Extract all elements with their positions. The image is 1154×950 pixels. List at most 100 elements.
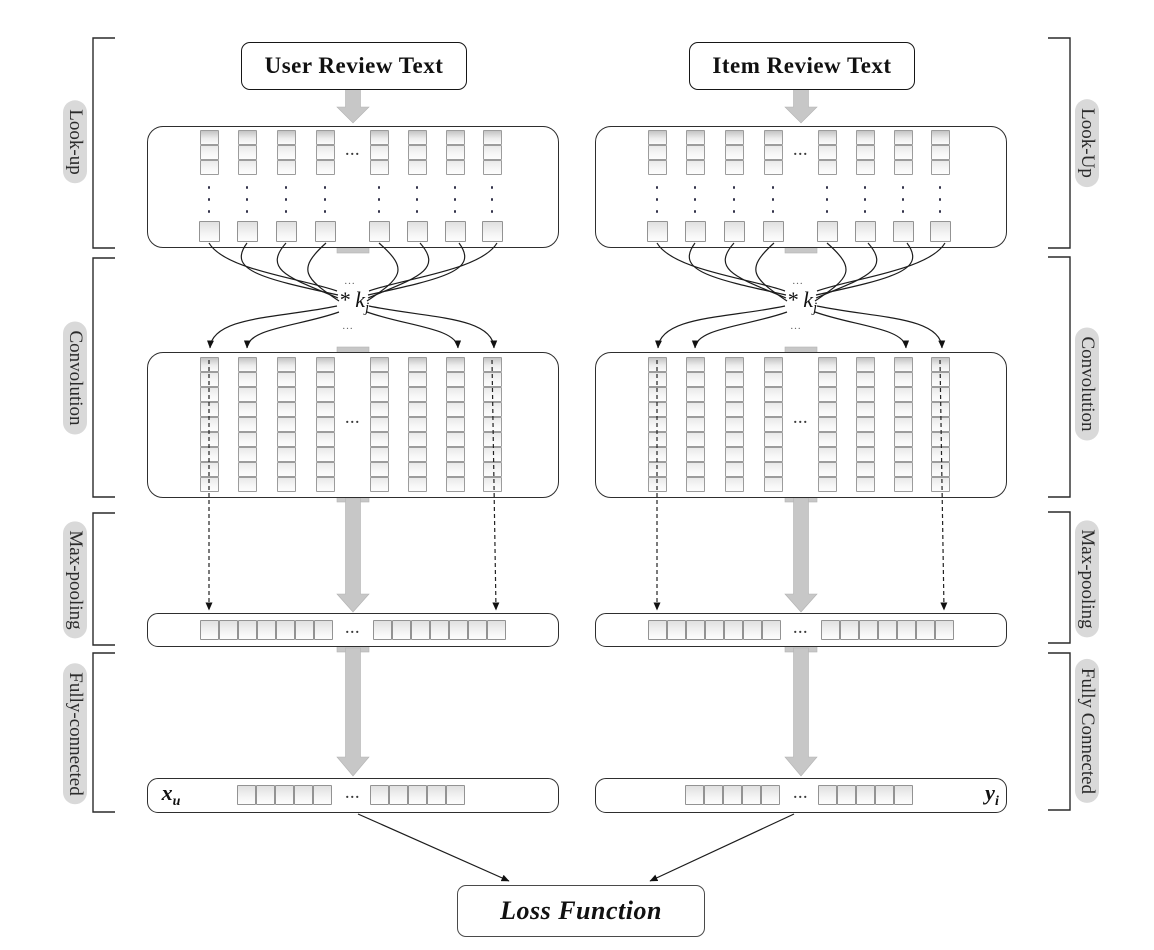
maxpool-ellipsis: ... [793,622,809,637]
conv-feature-cell [724,462,744,477]
conv-feature-cell [647,477,667,492]
column-dots [453,210,457,213]
maxpool-cell [430,620,449,640]
conv-feature-cell [445,357,465,372]
conv-feature-cell [407,402,427,417]
kernel-to-conv-arrow [654,305,786,349]
word-to-kernel-curve [816,242,946,292]
column-dots [732,186,736,189]
conv-feature-cell [315,357,335,372]
column-dots [323,198,327,201]
conv-feature-cell [445,387,465,402]
dashed-pool-arrows-item [653,359,948,611]
conv-feature-cell [685,432,705,447]
column-dots [693,210,697,213]
embedding-cell [315,160,335,175]
column-dots [415,198,419,201]
conv-feature-cell [855,462,875,477]
embedding-cell [817,130,837,145]
column-dots [245,198,249,201]
word-vector-cell [854,221,876,242]
word-vector-cell [275,221,297,242]
conv-feature-cell [315,462,335,477]
conv-feature-cell [445,447,465,462]
conv-feature-cell [930,402,950,417]
conv-feature-cell [237,432,257,447]
fc-cell [723,785,742,805]
conv-feature-cell [685,477,705,492]
embedding-cell [276,160,296,175]
conv-feature-cell [482,417,502,432]
conv-feature-cell [763,387,783,402]
embedding-cell [724,145,744,160]
embedding-cell [315,130,335,145]
output-subscript: i [994,794,999,810]
maxpool-cell [916,620,935,640]
maxpool-cell [878,620,897,640]
embedding-cell [647,160,667,175]
stage-brackets [92,37,1071,813]
maxpool-cell [705,620,724,640]
column-dots [207,210,211,213]
conv-feature-cell [647,357,667,372]
fc-box-user [147,778,559,813]
embedding-cell [647,145,667,160]
embedding-cell [855,130,875,145]
conv-feature-cell [315,417,335,432]
conv-feature-cell [276,477,296,492]
embedding-cell [685,160,705,175]
embedding-cell [893,145,913,160]
item-output-label-yi: yi [985,780,999,810]
conv-feature-cell [817,372,837,387]
column-dots [207,186,211,189]
funnel-ellipsis-top: ... [792,275,804,287]
conv-feature-cell [315,432,335,447]
kernel-subscript: j [365,300,370,317]
fc-cell [370,785,389,805]
embedding-cell [685,145,705,160]
kernel-to-conv-arrow [366,311,462,349]
conv-feature-cell [763,477,783,492]
conv-feature-cell [199,477,219,492]
conv-feature-cell [237,477,257,492]
conv-feature-cell [445,372,465,387]
conv-feature-cell [817,387,837,402]
stage-pill-convolution-right: Convolution [1075,327,1099,441]
maxpool-cell [897,620,916,640]
fc-cell [408,785,427,805]
conv-feature-cell [482,372,502,387]
column-dots [771,198,775,201]
conv-feature-cell [445,432,465,447]
conv-feature-cell [369,432,389,447]
maxpool-cell [468,620,487,640]
conv-feature-cell [724,417,744,432]
conv-feature-cell [817,432,837,447]
conv-feature-cell [817,447,837,462]
funnel-ellipsis-bottom: ... [342,320,354,332]
conv-feature-cell [237,447,257,462]
column-dots [284,186,288,189]
conv-feature-cell [237,372,257,387]
conv-feature-cell [199,462,219,477]
conv-feature-cell [276,462,296,477]
conv-feature-cell [763,417,783,432]
embedding-cell [276,145,296,160]
embedding-cell [199,145,219,160]
conv-feature-cell [930,477,950,492]
left-bracket [92,652,115,813]
conv-feature-cell [237,462,257,477]
conv-feature-cell [893,402,913,417]
maxpool-cell [686,620,705,640]
conv-feature-cell [482,402,502,417]
kernel-label-user: * kj [339,287,369,317]
word-to-kernel-curve [688,242,787,296]
fc-ellipsis: ... [345,787,361,802]
maxpool-ellipsis: ... [345,622,361,637]
item-review-text-box: Item Review Text [689,42,915,90]
lookup-ellipsis: ... [345,144,361,159]
column-dots [323,210,327,213]
conv-feature-cell [315,402,335,417]
conv-feature-cell [855,447,875,462]
column-dots [490,186,494,189]
